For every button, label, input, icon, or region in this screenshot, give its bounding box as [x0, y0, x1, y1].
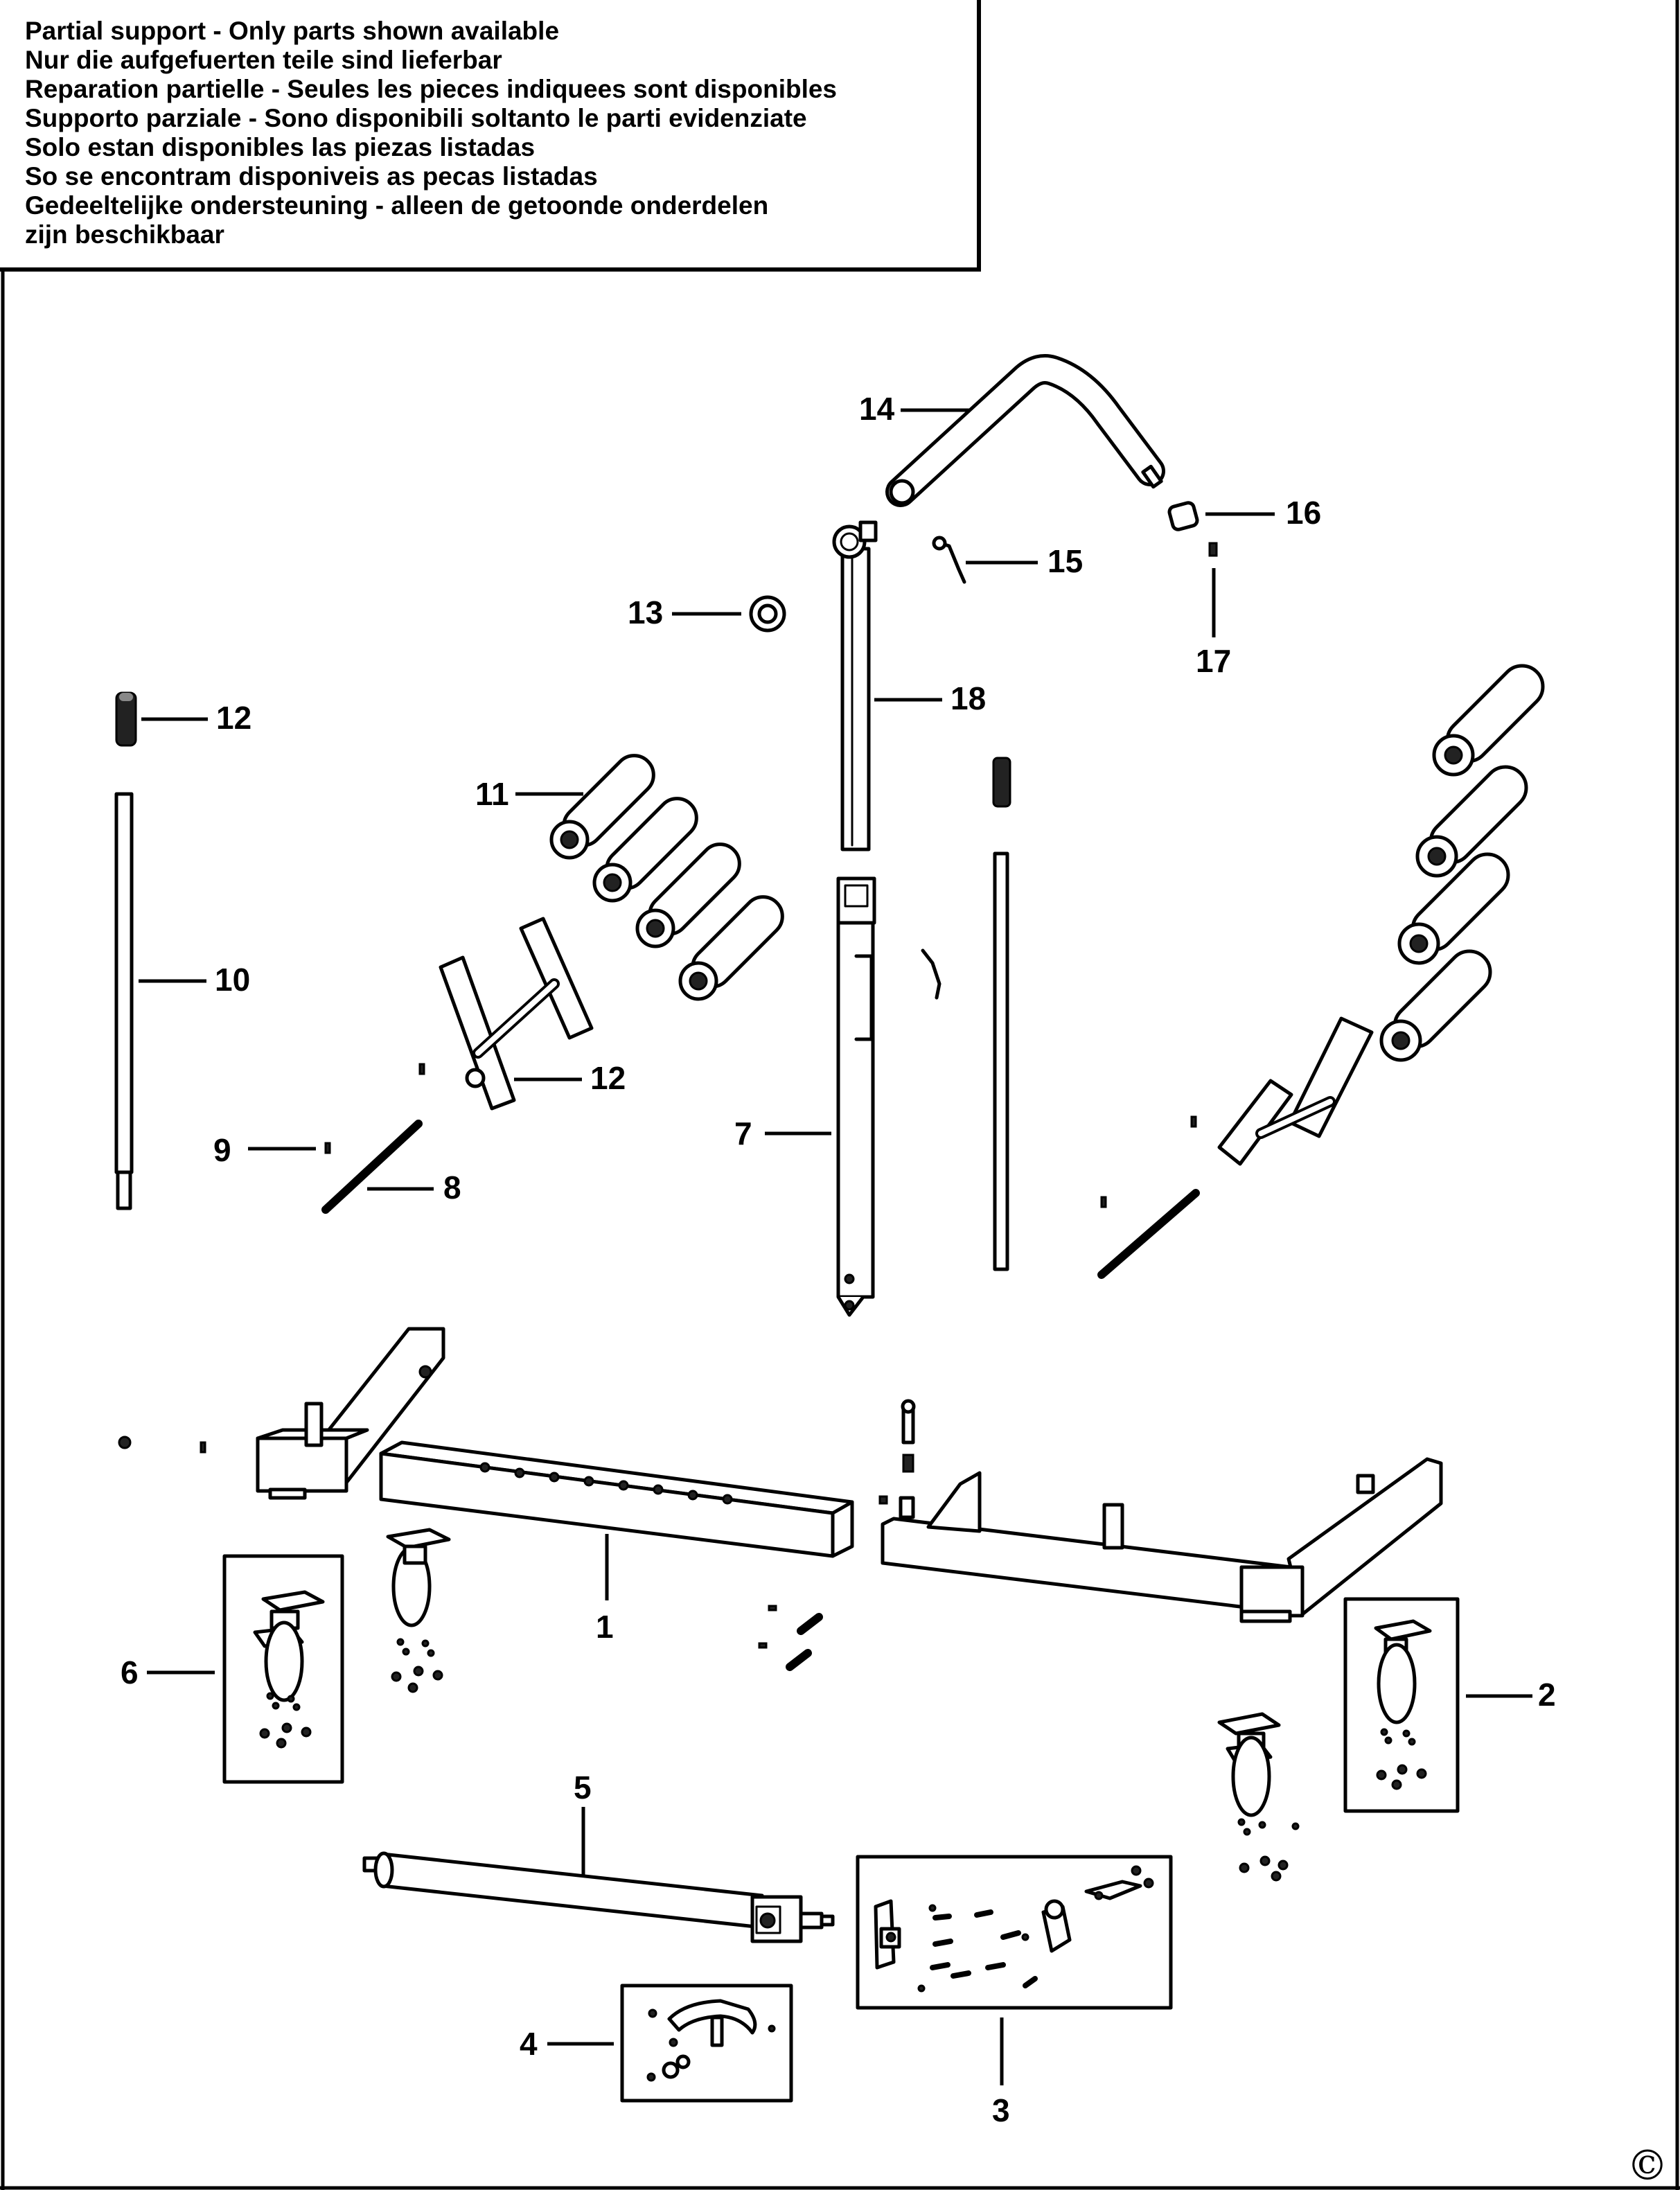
callout-13-text: 13 [628, 594, 663, 630]
notice-line-pt: So se encontram disponiveis as pecas lis… [25, 162, 598, 191]
callout-1: 1 [596, 1534, 614, 1645]
part-17-pin [1208, 542, 1218, 557]
callout-15: 15 [966, 543, 1083, 579]
part-15-lock-lever [932, 536, 966, 584]
base-bolt-spring [878, 1399, 916, 1505]
right-roller-bracket [1217, 1016, 1374, 1166]
part-3-box [856, 1855, 1173, 2010]
callout-17: 17 [1196, 568, 1231, 679]
callout-4: 4 [520, 2026, 614, 2062]
callout-3: 3 [992, 2017, 1010, 2128]
callout-9: 9 [213, 1132, 316, 1168]
callout-2: 2 [1466, 1677, 1556, 1713]
callout-7-text: 7 [734, 1115, 752, 1151]
castor-left-base [386, 1528, 451, 1693]
callout-14-text: 14 [859, 391, 895, 427]
callout-9-text: 9 [213, 1132, 231, 1168]
part-16-sleeve [1167, 501, 1199, 531]
callout-5: 5 [574, 1769, 592, 1875]
part-4-clamp [646, 1999, 776, 2082]
callout-14: 14 [859, 391, 970, 427]
pin-small-c [1100, 1196, 1107, 1208]
rollers-right [1379, 664, 1545, 1062]
availability-notice-box: Partial support - Only parts shown avail… [0, 0, 981, 272]
part-9-pin [324, 1142, 331, 1154]
part-18-inner-tube [832, 520, 878, 851]
part-13-nut [749, 595, 786, 633]
right-rod [992, 757, 1011, 1271]
callout-17-text: 17 [1196, 643, 1231, 679]
axle-rod-right [1097, 1189, 1200, 1279]
part-7-outer-column [836, 876, 876, 1317]
crossbar-pins [758, 1605, 823, 1671]
callout-4-text: 4 [520, 2026, 538, 2062]
callout-15-text: 15 [1047, 543, 1083, 579]
callout-18-text: 18 [950, 680, 986, 716]
part-1-crossbar [379, 1440, 854, 1558]
callout-16-text: 16 [1286, 495, 1321, 531]
callout-8: 8 [367, 1169, 461, 1206]
part-3-bracket-kit [874, 1865, 1154, 1993]
pin-small-b [1190, 1115, 1197, 1128]
notice-line-nl-cont: zijn beschikbaar [25, 220, 224, 249]
callout-8-text: 8 [443, 1169, 461, 1206]
castor-right-base [1217, 1712, 1300, 1882]
callout-10: 10 [139, 962, 250, 998]
column-lock-lever [921, 948, 941, 1000]
callout-18: 18 [874, 680, 986, 716]
part-14-handle-tube [885, 354, 1165, 507]
notice-line-es: Solo estan disponibles las piezas listad… [25, 133, 536, 161]
callout-11: 11 [475, 776, 583, 812]
part-10-left-rod [114, 792, 134, 1210]
part-12-threaded-knob [115, 691, 137, 747]
callout-3-text: 3 [992, 2092, 1010, 2128]
notice-line-en: Partial support - Only parts shown avail… [25, 17, 560, 45]
notice-line-it: Supporto parziale - Sono disponibili sol… [25, 104, 807, 132]
base-pin-a [200, 1441, 206, 1454]
part-2-box [1343, 1597, 1460, 1813]
part-4-box [620, 1984, 793, 2103]
part-12-roller-bracket [439, 917, 594, 1111]
callout-13: 13 [628, 594, 741, 630]
notice-line-fr: Reparation partielle - Seules les pieces… [25, 75, 838, 103]
part-5-long-roller [362, 1851, 835, 1943]
callout-1-text: 1 [596, 1609, 614, 1645]
part-8-axle-rod [321, 1120, 423, 1214]
callout-12a-text: 12 [216, 700, 251, 736]
notice-line-nl: Gedeeltelijke ondersteuning - alleen de … [25, 191, 769, 220]
callout-7: 7 [734, 1115, 831, 1151]
base-right-leg [881, 1457, 1443, 1623]
part-2-castor [1374, 1619, 1432, 1790]
part-6-braked-castor [253, 1590, 325, 1749]
callout-2-text: 2 [1538, 1677, 1556, 1713]
base-left-leg [256, 1327, 445, 1500]
callout-6-text: 6 [121, 1654, 139, 1690]
callout-6: 6 [121, 1654, 215, 1690]
base-screw-a [118, 1436, 132, 1449]
callout-5-text: 5 [574, 1769, 592, 1805]
callout-12a: 12 [141, 700, 251, 736]
callout-11-text: 11 [475, 776, 509, 812]
notice-line-de: Nur die aufgefuerten teile sind lieferba… [25, 46, 502, 74]
callout-16: 16 [1205, 495, 1321, 531]
copyright-symbol: © [1627, 2142, 1668, 2190]
part-6-box [222, 1554, 344, 1784]
pin-small-a [418, 1063, 425, 1075]
part-11-rollers-left [549, 754, 784, 1001]
callout-12b: 12 [514, 1060, 626, 1096]
callout-10-text: 10 [215, 962, 250, 998]
callout-12b-text: 12 [590, 1060, 626, 1096]
